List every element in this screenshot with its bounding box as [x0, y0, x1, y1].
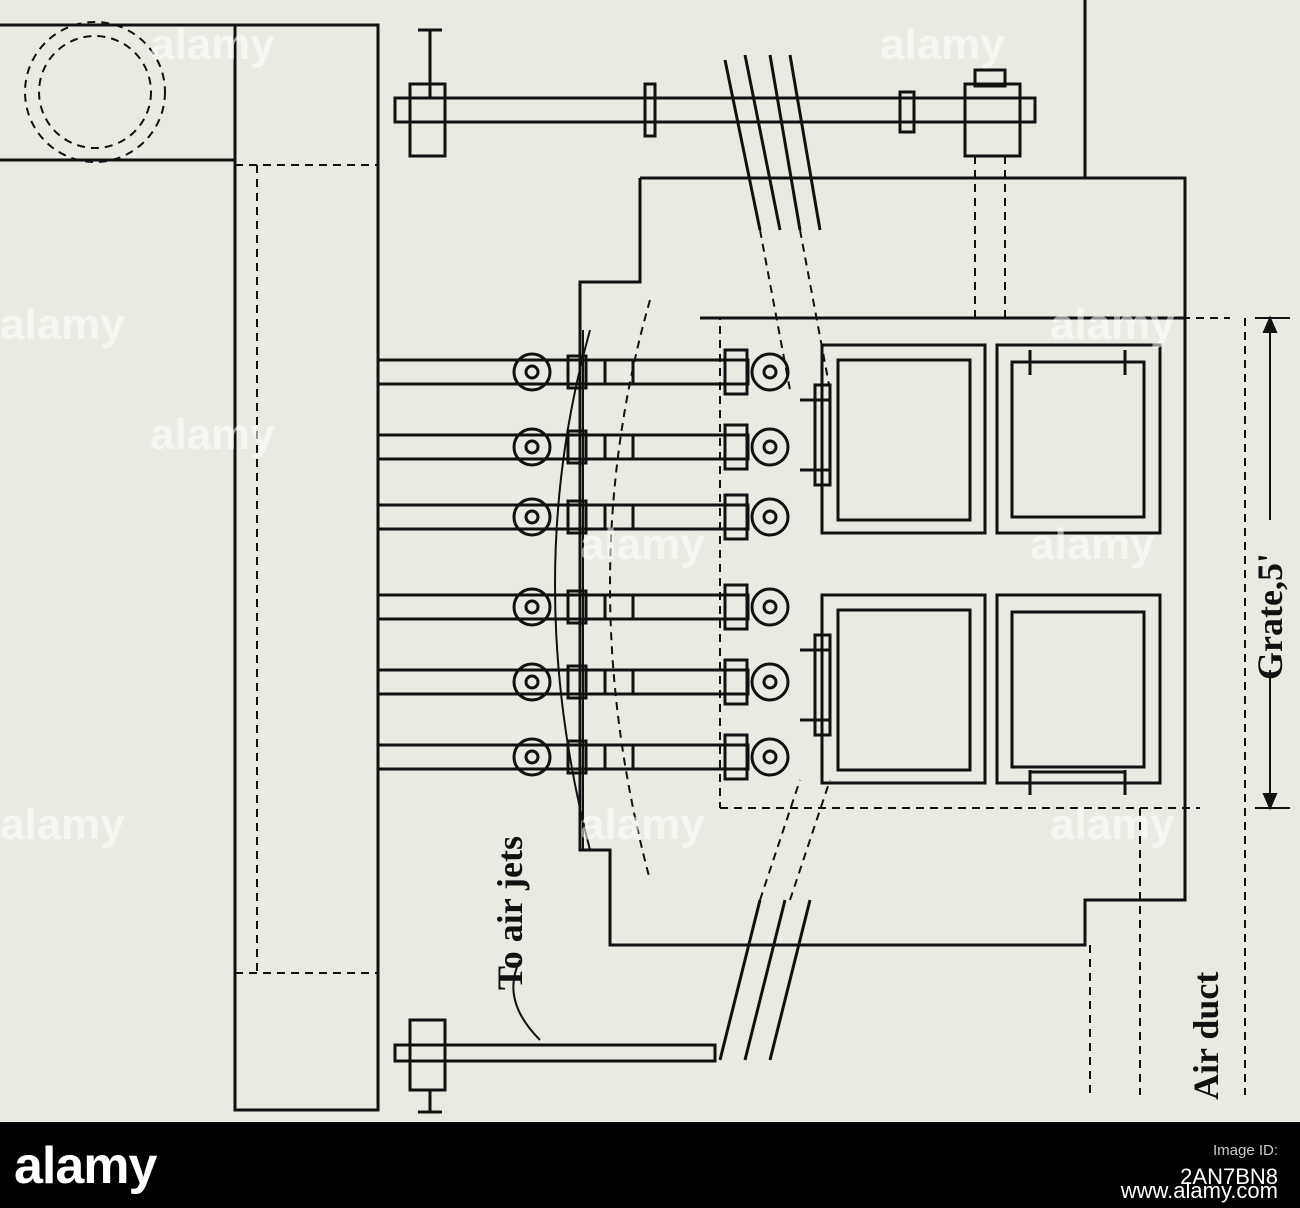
furnace-diagram: Grate,5' To air jets Air duct alamy alam… [0, 0, 1290, 1114]
firing-doors [800, 343, 987, 785]
lower-air-pipe [393, 779, 831, 1114]
ashpit-doors [995, 343, 1162, 795]
site-url: www.alamy.com [1120, 1178, 1278, 1203]
air-jet-2 [376, 423, 790, 471]
air-jet-pipes [376, 348, 790, 781]
alamy-logo: alamy [14, 1137, 157, 1195]
upper-steam-pipe [393, 28, 1037, 391]
flue-box [0, 21, 237, 163]
image-id: Image ID: 2AN7BN8 [1180, 1138, 1278, 1190]
air-jets-leader [512, 959, 541, 1041]
air-jet-5 [376, 658, 790, 706]
air-jet-6 [376, 733, 790, 781]
image-id-label: Image ID: [1212, 1142, 1278, 1159]
footer-bar: alamy Image ID: 2AN7BN8 www.alamy.com [0, 1122, 1300, 1208]
air-jet-3 [376, 493, 790, 541]
grate-label: Grate,5' [1250, 553, 1290, 680]
air-jet-4 [376, 583, 790, 631]
air-jet-1 [376, 348, 790, 396]
furnace-drawing: Grate,5' To air jets Air duct [0, 0, 1290, 1114]
steam-header [233, 23, 380, 1112]
air-duct-label: Air duct [1186, 972, 1226, 1100]
air-jets-label: To air jets [490, 836, 530, 990]
furnace-setting [578, 0, 1246, 1095]
image-id-value: 2AN7BN8 [1180, 1164, 1278, 1189]
